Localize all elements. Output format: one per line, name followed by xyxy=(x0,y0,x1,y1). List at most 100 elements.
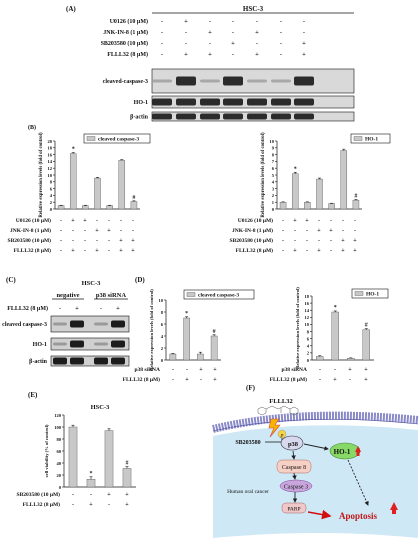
y-tick-label: 0 xyxy=(272,207,275,212)
treatment-sign: - xyxy=(349,377,351,383)
flll32-structure-icon xyxy=(257,405,299,416)
panel-e-label: (E) xyxy=(28,391,38,399)
treatment-sign: - xyxy=(60,248,62,254)
panel-c-group-negative: negative xyxy=(56,292,79,299)
treatment-sign: + xyxy=(208,51,212,58)
treatment-sign: - xyxy=(282,248,284,254)
blot-label: cleaved caspase-3 xyxy=(2,322,47,328)
cell-type-label: Human oral cancer xyxy=(227,489,269,495)
y-tick-label: 2 xyxy=(307,351,310,356)
bar xyxy=(82,205,89,210)
treatment-sign: - xyxy=(306,248,308,254)
y-tick-label: 2 xyxy=(272,193,275,198)
treatment-sign: - xyxy=(354,218,356,224)
treatment-sign: - xyxy=(120,218,122,224)
treatment-sign: - xyxy=(318,218,320,224)
treatment-sign: - xyxy=(342,228,344,234)
treatment-sign: + xyxy=(305,218,309,224)
blot-band xyxy=(176,76,196,86)
blot-band xyxy=(176,113,196,120)
blot-band xyxy=(223,113,243,120)
treatment-sign: + xyxy=(184,51,188,58)
blot-band xyxy=(223,98,243,106)
y-tick-label: 2 xyxy=(50,200,53,205)
treatment-sign: + xyxy=(125,492,129,498)
bar xyxy=(316,178,323,210)
treatment-row-label: p38 siRNA xyxy=(281,367,307,373)
treatment-row-label: U0126 (10 μM) xyxy=(16,217,51,224)
blot-label: HO-1 xyxy=(134,100,148,106)
treatment-row-label: SB203580 (10 μM) xyxy=(230,237,274,244)
treatment-sign: - xyxy=(294,238,296,244)
y-axis-label: Relative expression levels (fold of cont… xyxy=(149,289,154,371)
y-tick-label: 12 xyxy=(48,166,53,171)
treatment-sign: - xyxy=(72,492,74,498)
treatment-sign: - xyxy=(161,18,163,25)
y-tick-label: 16 xyxy=(48,152,53,157)
treatment-sign: - xyxy=(232,51,234,58)
panel-a: (A) HSC-3 U0126 (10 μM)-+-----JNK-IN-8 (… xyxy=(66,5,355,122)
treatment-sign: + xyxy=(353,248,357,254)
treatment-sign: - xyxy=(72,502,74,508)
y-tick-label: 20 xyxy=(57,473,62,478)
legend-swatch xyxy=(353,136,363,141)
y-tick-label: 8 xyxy=(272,152,275,157)
panel-a-treatment-table: U0126 (10 μM)-+-----JNK-IN-8 (1 μM)--+-+… xyxy=(101,18,307,58)
apoptosis-label: Apoptosis xyxy=(339,511,378,521)
legend-box xyxy=(83,133,151,144)
y-tick-label: 0 xyxy=(161,358,164,363)
treatment-sign: + xyxy=(213,367,217,373)
treatment-sign: - xyxy=(334,367,336,373)
bar xyxy=(57,205,65,210)
treatment-sign: - xyxy=(108,502,110,508)
treatment-sign: + xyxy=(341,248,345,254)
significance-marker: # xyxy=(213,329,216,335)
inhibitor-label: SB203580 xyxy=(235,440,260,446)
y-tick-label: 10 xyxy=(305,322,310,327)
panel-b-right-treatment-table: U0126 (10 μM)-++----JNK-IN-8 (1 μM)---++… xyxy=(230,217,358,254)
bar xyxy=(362,329,370,361)
y-tick-label: 8 xyxy=(307,329,310,334)
blot-band xyxy=(271,79,291,83)
legend-label: cleaved caspase-3 xyxy=(98,137,139,143)
legend-box xyxy=(350,133,391,144)
y-tick-label: 10 xyxy=(159,298,164,303)
treatment-sign: + xyxy=(255,29,259,36)
treatment-sign: - xyxy=(96,238,98,244)
legend-box xyxy=(351,288,389,299)
blot-band xyxy=(294,76,314,86)
treatment-sign: - xyxy=(318,238,320,244)
treatment-sign: - xyxy=(96,218,98,224)
panel-d-label: (D) xyxy=(135,276,145,284)
treatment-sign: + xyxy=(364,377,368,383)
treatment-sign: + xyxy=(255,51,259,58)
blot-band xyxy=(70,320,84,328)
y-tick-label: 0 xyxy=(50,207,53,212)
treatment-sign: - xyxy=(256,40,258,47)
treatment-sign: - xyxy=(280,40,282,47)
treatment-sign: - xyxy=(306,238,308,244)
y-tick-label: 9 xyxy=(272,146,275,151)
treatment-sign: - xyxy=(185,40,187,47)
treatment-sign: - xyxy=(282,238,284,244)
treatment-row-label: p38 siRNA xyxy=(134,367,160,373)
blot-band xyxy=(94,342,108,346)
treatment-sign: - xyxy=(90,492,92,498)
legend-swatch xyxy=(354,291,364,296)
treatment-sign: - xyxy=(256,18,258,25)
treatment-row-label: JNK-IN-8 (1 μM) xyxy=(103,29,148,36)
cell-body xyxy=(213,425,418,538)
treatment-sign: - xyxy=(100,305,102,312)
panel-c-cell-line: HSC-3 xyxy=(82,280,102,287)
treatment-sign: - xyxy=(186,367,188,373)
blot-band xyxy=(70,340,84,348)
bar xyxy=(331,311,339,361)
bar xyxy=(183,317,190,361)
cell-membrane xyxy=(212,411,419,433)
arrow-caspase8-caspase3 xyxy=(292,472,297,480)
y-tick-label: 6 xyxy=(307,336,310,341)
panel-b-left-treatment-table: U0126 (10 μM)-++----JNK-IN-8 (1 μM)---++… xyxy=(8,217,136,254)
